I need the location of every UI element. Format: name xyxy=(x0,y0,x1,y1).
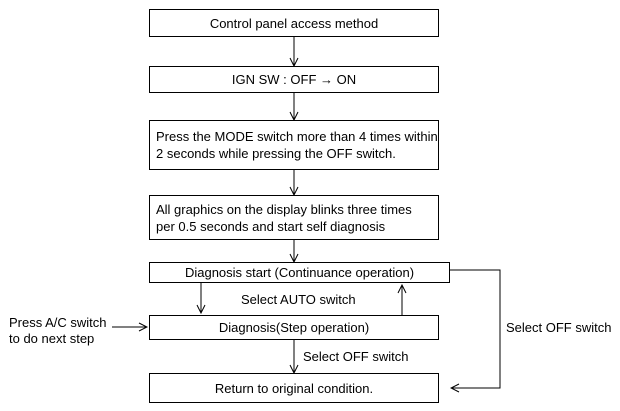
label-press-ac-line-1: Press A/C switch xyxy=(9,315,107,330)
step-graphics-blink: All graphics on the display blinks three… xyxy=(149,195,439,240)
arrow-diag-start-to-return xyxy=(450,269,501,388)
step-ign-switch: IGN SW : OFF → ON xyxy=(149,66,439,93)
step-ign-switch-text: IGN SW : OFF → ON xyxy=(231,72,357,87)
step-diagnosis-start-text: Diagnosis start (Continuance operation) xyxy=(184,265,415,280)
step-access-method: Control panel access method xyxy=(149,9,439,37)
step-press-mode-line-1: Press the MODE switch more than 4 times … xyxy=(156,129,438,144)
step-press-mode: Press the MODE switch more than 4 times … xyxy=(149,120,439,170)
label-select-off-middle: Select OFF switch xyxy=(303,349,409,364)
step-graphics-blink-line-1: All graphics on the display blinks three… xyxy=(156,201,412,217)
step-return-original-text: Return to original condition. xyxy=(214,380,374,396)
step-diagnosis-step: Diagnosis(Step operation) xyxy=(149,315,439,340)
step-diagnosis-start: Diagnosis start (Continuance operation) xyxy=(149,262,450,283)
step-diagnosis-step-text: Diagnosis(Step operation) xyxy=(218,320,370,335)
step-graphics-blink-line-2: per 0.5 seconds and start self diagnosis xyxy=(156,218,386,234)
label-select-auto: Select AUTO switch xyxy=(241,292,356,307)
step-press-mode-line-2: 2 seconds while pressing the OFF switch. xyxy=(156,146,396,161)
label-press-ac-line-2: to do next step xyxy=(9,331,95,346)
label-select-off-right: Select OFF switch xyxy=(506,320,612,335)
step-access-method-text: Control panel access method xyxy=(209,15,379,31)
step-return-original: Return to original condition. xyxy=(149,373,439,403)
